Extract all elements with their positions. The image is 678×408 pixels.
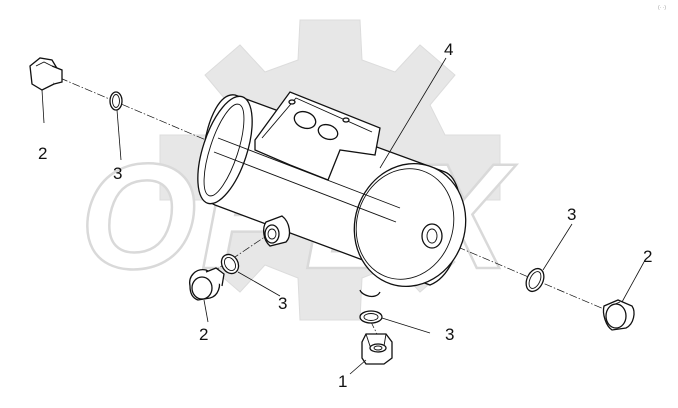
plug-lower-left: [189, 267, 225, 301]
leader-lines: [41, 57, 645, 375]
air-tank: [197, 91, 467, 298]
callout-3-right: 3: [567, 205, 576, 224]
callout-2-lower-left: 2: [199, 325, 208, 344]
callout-labels: 2 3 4 3 2 3 2 3 1: [38, 40, 652, 391]
corner-mark: (· ·): [658, 5, 666, 11]
ring-bottom: [359, 310, 383, 324]
fitting: [361, 333, 393, 365]
callout-3-lower-left: 3: [278, 294, 287, 313]
ring-top-left: [109, 91, 123, 111]
callout-1: 1: [338, 372, 347, 391]
callout-3-top-left: 3: [113, 164, 122, 183]
plug-right: [602, 299, 635, 331]
ring-right: [525, 267, 545, 293]
callout-4: 4: [444, 40, 453, 59]
plug-top-left: [29, 57, 63, 91]
callout-2-right: 2: [643, 247, 652, 266]
ring-lower-left: [220, 253, 240, 275]
callout-2-top-left: 2: [38, 144, 47, 163]
callout-3-bottom: 3: [445, 325, 454, 344]
